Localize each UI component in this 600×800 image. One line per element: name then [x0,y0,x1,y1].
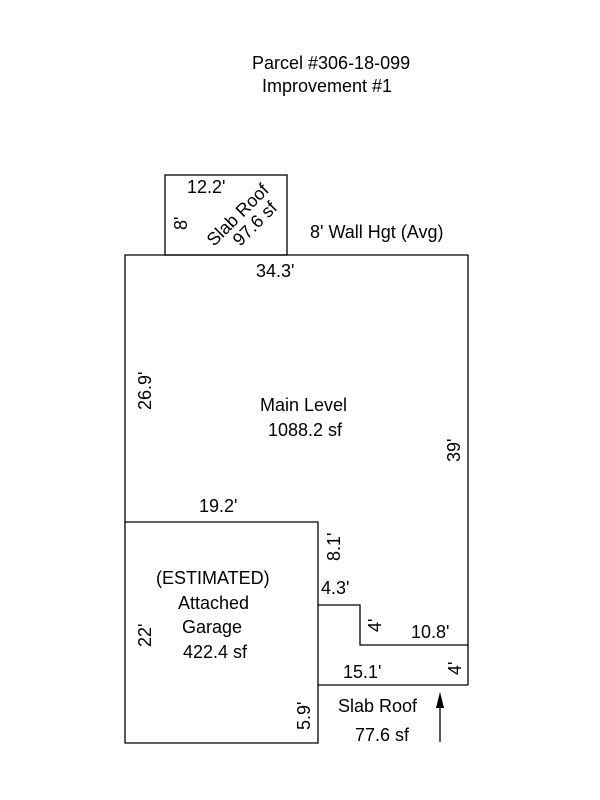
dim-garage-top: 19.2' [199,496,237,516]
dim-main-top: 34.3' [256,261,294,281]
wall-height-label: 8' Wall Hgt (Avg) [310,222,443,242]
dim-step-vertical: 4' [365,619,385,632]
garage-area: 422.4 sf [183,642,248,662]
slab-arrow-head [436,692,444,708]
main-level-outline [124,254,469,685]
slab-roof-bottom-area: 77.6 sf [355,725,410,745]
dim-slab-top-width: 12.2' [187,177,225,197]
main-level-name: Main Level [260,395,347,415]
dim-main-left: 26.9' [135,372,155,410]
dim-notch-vertical: 8.1' [324,533,344,561]
notch-step-outline [318,604,468,646]
garage-line2: Garage [182,617,242,637]
garage-outline [124,521,319,744]
dim-step-horizontal: 10.8' [411,622,449,642]
garage-estimated: (ESTIMATED) [156,568,270,588]
main-level-area: 1088.2 sf [268,420,343,440]
dim-slab-bottom-width: 15.1' [343,662,381,682]
dim-garage-left: 22' [135,624,155,647]
improvement-label: Improvement #1 [262,76,392,96]
dim-notch-horizontal: 4.3' [321,578,349,598]
garage-line1: Attached [178,593,249,613]
dim-main-right: 39' [444,439,464,462]
dim-slab-top-height: 8' [171,217,191,230]
dim-garage-lower-right: 5.9' [294,702,314,730]
dim-slab-bottom-right: 4' [445,662,465,675]
slab-roof-bottom-name: Slab Roof [338,696,418,716]
parcel-number: Parcel #306-18-099 [252,53,410,73]
